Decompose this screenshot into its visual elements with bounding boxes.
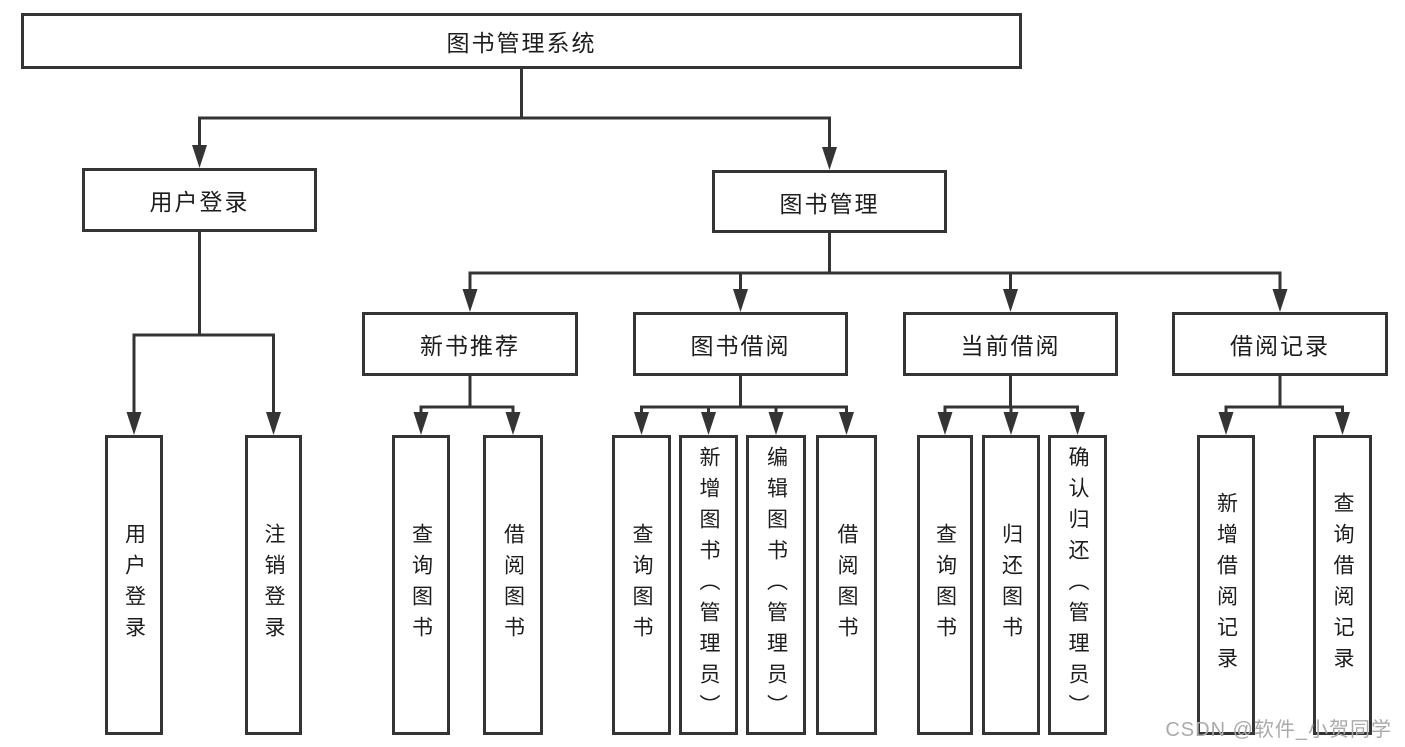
arrowhead-nbr-borrow-book — [505, 412, 521, 435]
node-bb-borrow-book: 借阅图书 — [816, 435, 877, 735]
node-label-bb-add-book: 新增图书（管理员） — [697, 445, 720, 725]
node-label-br-add-record: 新增借阅记录 — [1214, 492, 1238, 678]
node-label-cb-query-book: 查询图书 — [933, 523, 957, 647]
arrowhead-new-book-rec — [462, 289, 478, 312]
node-label-new-book-rec: 新书推荐 — [420, 333, 520, 359]
node-book-mgmt: 图书管理 — [712, 170, 947, 233]
node-cb-query-book: 查询图书 — [917, 435, 973, 735]
node-bb-query-book: 查询图书 — [612, 435, 671, 735]
node-label-borrow-records: 借阅记录 — [1230, 333, 1330, 359]
node-label-book-mgmt: 图书管理 — [779, 190, 880, 217]
node-label-cb-confirm-return: 确认归还（管理员） — [1066, 445, 1089, 725]
arrowhead-cb-query-book — [937, 412, 953, 435]
node-borrow-records: 借阅记录 — [1172, 312, 1388, 376]
node-user-login: 用户登录 — [82, 168, 317, 232]
node-label-leaf-user-login: 用户登录 — [122, 523, 146, 647]
node-new-book-rec: 新书推荐 — [362, 312, 578, 376]
node-root: 图书管理系统 — [21, 13, 1022, 69]
node-cb-return-book: 归还图书 — [982, 435, 1040, 735]
node-book-borrow: 图书借阅 — [633, 312, 848, 376]
arrowhead-user-login — [192, 145, 207, 168]
node-label-cb-return-book: 归还图书 — [999, 523, 1023, 647]
arrowhead-bb-add-book — [701, 412, 716, 435]
node-bb-edit-book: 编辑图书（管理员） — [746, 435, 806, 735]
watermark: CSDN @软件_小贺同学 — [1165, 719, 1392, 741]
node-label-user-login: 用户登录 — [149, 189, 250, 215]
arrowhead-bb-edit-book — [768, 412, 784, 435]
node-current-borrow: 当前借阅 — [903, 312, 1118, 376]
arrowhead-leaf-logout — [266, 412, 281, 435]
node-label-bb-borrow-book: 借阅图书 — [835, 523, 858, 647]
node-br-add-record: 新增借阅记录 — [1197, 435, 1255, 735]
arrowhead-current-borrow — [1003, 289, 1018, 312]
arrowhead-bb-borrow-book — [839, 412, 854, 435]
arrowhead-book-mgmt — [822, 147, 837, 170]
node-nbr-query-book: 查询图书 — [392, 435, 450, 735]
node-cb-confirm-return: 确认归还（管理员） — [1048, 435, 1107, 735]
node-label-nbr-query-book: 查询图书 — [409, 523, 433, 647]
arrowhead-br-query-record — [1335, 412, 1350, 435]
node-nbr-borrow-book: 借阅图书 — [483, 435, 543, 735]
arrowhead-cb-return-book — [1003, 412, 1019, 435]
node-leaf-user-login: 用户登录 — [105, 435, 163, 735]
node-br-query-record: 查询借阅记录 — [1313, 435, 1372, 735]
node-label-book-borrow: 图书借阅 — [690, 333, 791, 359]
arrowhead-nbr-query-book — [413, 412, 429, 435]
arrowhead-leaf-user-login — [126, 412, 142, 435]
node-label-leaf-logout: 注销登录 — [262, 523, 285, 647]
node-label-nbr-borrow-book: 借阅图书 — [501, 523, 525, 647]
node-label-root: 图书管理系统 — [446, 30, 597, 56]
arrowhead-cb-confirm-return — [1070, 412, 1085, 435]
node-leaf-logout: 注销登录 — [245, 435, 302, 735]
arrowhead-bb-query-book — [634, 412, 649, 435]
arrowhead-borrow-records — [1272, 289, 1288, 312]
node-label-bb-edit-book: 编辑图书（管理员） — [764, 445, 788, 725]
arrowhead-br-add-record — [1218, 412, 1234, 435]
node-label-current-borrow: 当前借阅 — [960, 333, 1061, 359]
arrowhead-book-borrow — [733, 289, 748, 312]
node-label-bb-query-book: 查询图书 — [630, 523, 653, 647]
node-label-br-query-record: 查询借阅记录 — [1331, 492, 1354, 678]
node-bb-add-book: 新增图书（管理员） — [679, 435, 738, 735]
